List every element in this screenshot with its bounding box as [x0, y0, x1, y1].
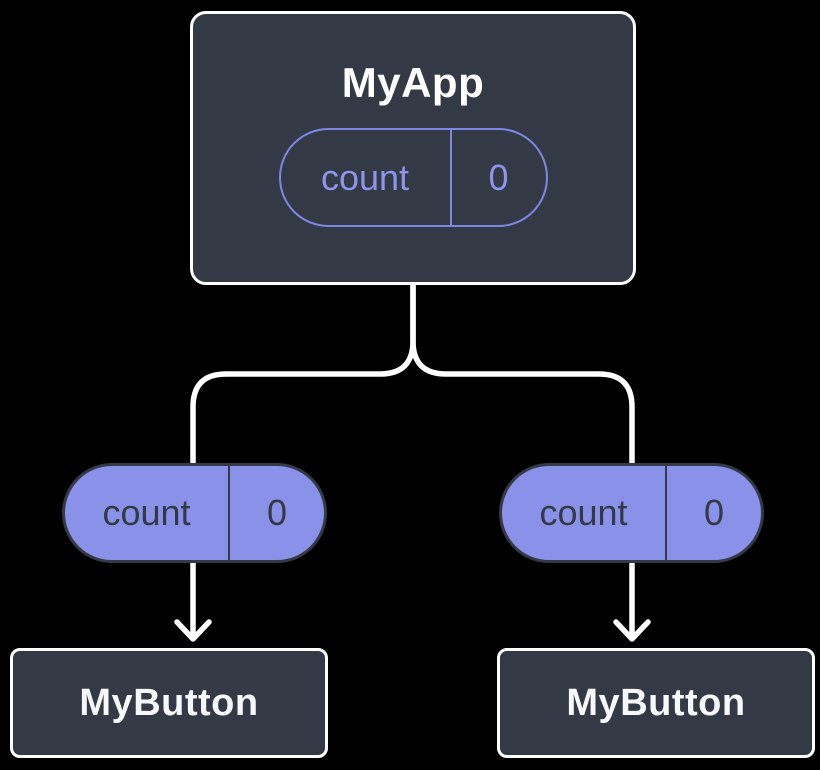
state-pill-count: count 0: [499, 463, 764, 563]
state-pill-count: count 0: [62, 463, 327, 563]
state-pill-count: count 0: [278, 128, 548, 228]
state-value: 0: [665, 466, 761, 560]
state-value: 0: [449, 130, 546, 226]
node-title: MyButton: [79, 681, 259, 724]
state-name: count: [320, 156, 410, 198]
branch-connector-left: [190, 281, 416, 467]
state-value: 0: [228, 466, 324, 560]
node-title: MyButton: [566, 681, 746, 724]
state-name: count: [102, 492, 191, 533]
arrow-down-icon: [174, 559, 212, 642]
node-title: MyApp: [341, 59, 485, 106]
node-mybutton: MyButton: [497, 648, 815, 758]
node-myapp: MyApp count 0: [190, 11, 636, 285]
branch-connector-right: [410, 281, 635, 467]
state-name: count: [539, 492, 628, 533]
arrow-down-icon: [613, 559, 651, 642]
node-mybutton: MyButton: [10, 648, 328, 758]
